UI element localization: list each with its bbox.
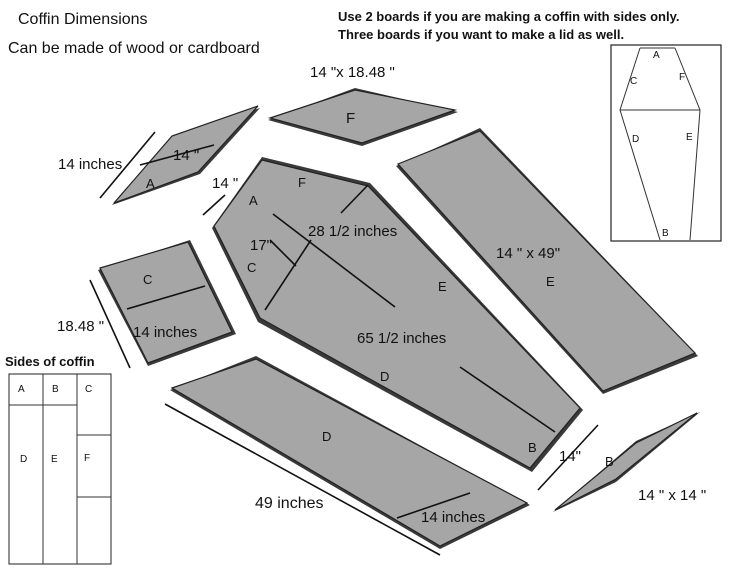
piece-e-label: E bbox=[546, 274, 555, 289]
lid-17-dimension: 17" bbox=[250, 237, 272, 254]
layout-label-f: F bbox=[679, 72, 685, 83]
layout-label-a: A bbox=[653, 50, 660, 61]
a-inner-dimension: 14 " bbox=[173, 147, 199, 164]
piece-a-left: A bbox=[112, 105, 260, 205]
coffin-lid: A F C E D B bbox=[212, 157, 583, 472]
lid-top-dimension: 14 " bbox=[212, 175, 238, 192]
sides-cell-f: F bbox=[84, 453, 90, 464]
piece-e: E bbox=[396, 128, 698, 394]
f-dimension: 14 "x 18.48 " bbox=[310, 64, 395, 81]
layout-label-c: C bbox=[630, 76, 637, 87]
piece-f-label: F bbox=[346, 110, 355, 127]
sides-cell-d: D bbox=[20, 454, 27, 465]
piece-c: C bbox=[98, 240, 236, 366]
b-side-dimension: 14" bbox=[559, 448, 581, 465]
piece-c-label: C bbox=[143, 272, 152, 287]
board-note-2: Three boards if you want to make a lid a… bbox=[338, 27, 624, 42]
sides-title: Sides of coffin bbox=[5, 354, 95, 369]
board-note-1: Use 2 boards if you are making a coffin … bbox=[338, 9, 679, 24]
layout-label-b: B bbox=[662, 228, 669, 239]
b-dimension: 14 " x 14 " bbox=[638, 487, 706, 504]
lid-label-d: D bbox=[380, 369, 389, 384]
board-layout-diagram: A C F D E B bbox=[610, 44, 722, 242]
lid-label-c: C bbox=[247, 260, 256, 275]
d-inner-dimension: 14 inches bbox=[421, 509, 485, 526]
lid-label-e: E bbox=[438, 279, 447, 294]
piece-f-top: F bbox=[267, 88, 458, 146]
piece-d-label: D bbox=[322, 429, 331, 444]
piece-a-label: A bbox=[146, 176, 155, 191]
lid-length-dimension: 65 1/2 inches bbox=[357, 330, 446, 347]
lid-label-b: B bbox=[528, 440, 537, 455]
piece-d: D bbox=[170, 356, 530, 549]
sides-cell-a: A bbox=[18, 384, 25, 395]
layout-label-e: E bbox=[686, 132, 693, 143]
sides-cell-b: B bbox=[52, 384, 59, 395]
sides-cell-c: C bbox=[85, 384, 92, 395]
page-title: Coffin Dimensions bbox=[18, 11, 148, 28]
layout-label-d: D bbox=[632, 134, 639, 145]
c-inner-dimension: 14 inches bbox=[133, 324, 197, 341]
a-outer-dimension: 14 inches bbox=[58, 156, 122, 173]
e-dimension: 14 " x 49" bbox=[496, 245, 560, 262]
page-subtitle: Can be made of wood or cardboard bbox=[8, 40, 260, 57]
lid-width-dimension: 28 1/2 inches bbox=[308, 223, 397, 240]
piece-b: B bbox=[553, 412, 700, 512]
piece-b-label: B bbox=[605, 454, 614, 469]
c-side-dimension: 18.48 " bbox=[57, 318, 104, 335]
sides-cell-e: E bbox=[51, 454, 58, 465]
lid-label-a: A bbox=[249, 193, 258, 208]
sides-table: A B C D E F bbox=[8, 373, 112, 565]
d-length-dimension: 49 inches bbox=[255, 495, 324, 512]
lid-label-f: F bbox=[298, 175, 306, 190]
